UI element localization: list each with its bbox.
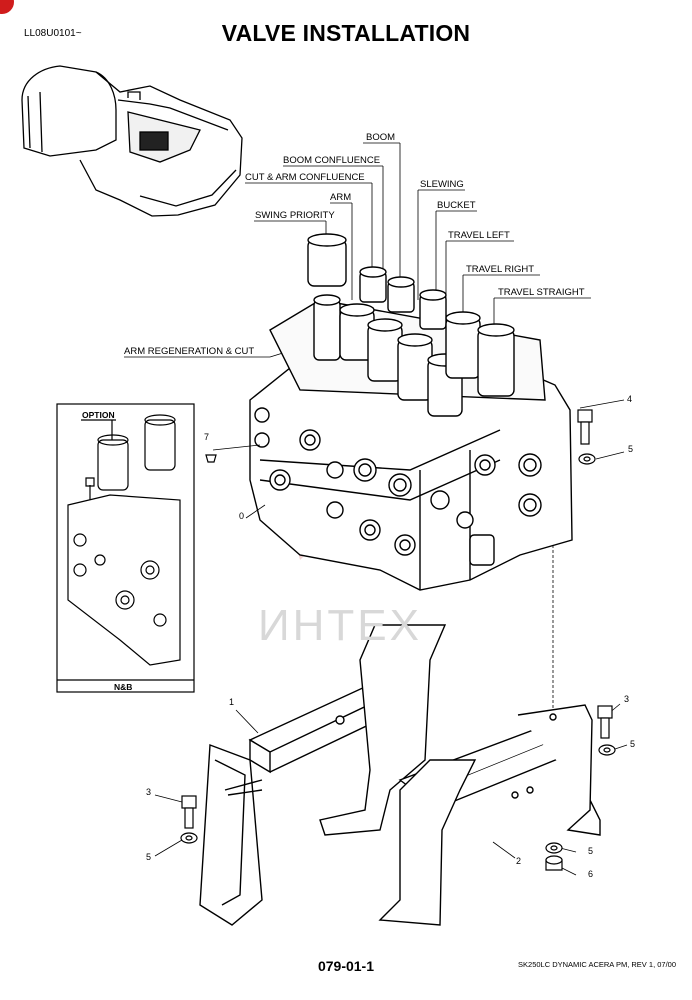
document-reference: SK250LC DYNAMIC ACERA PM, REV 1, 07/00 — [518, 960, 676, 969]
callout-travel-left: TRAVEL LEFT — [448, 230, 510, 241]
callout-arm: ARM — [330, 192, 352, 203]
valve-ports — [254, 407, 542, 566]
part-number-6: 6 — [588, 869, 594, 879]
part-number-5-right: 5 — [630, 739, 636, 749]
fasteners — [180, 409, 616, 871]
part-number-5-left: 5 — [146, 852, 152, 862]
machine-thumbnail — [21, 65, 243, 217]
callout-boom-confluence: BOOM CONFLUENCE — [283, 155, 381, 166]
inset-option-label: OPTION — [82, 410, 115, 420]
part-number-3-right: 3 — [624, 694, 630, 704]
callout-swing-priority: SWING PRIORITY — [255, 210, 335, 221]
callout-travel-straight: TRAVEL STRAIGHT — [498, 287, 585, 298]
part-number-1: 1 — [229, 697, 235, 707]
inset-nb-label: N&B — [114, 682, 133, 692]
callout-travel-right: TRAVEL RIGHT — [466, 264, 535, 275]
callout-slewing: SLEWING — [420, 179, 464, 190]
option-inset — [56, 403, 195, 693]
part-number-7: 7 — [204, 432, 210, 442]
part-number-2: 2 — [516, 856, 522, 866]
callout-bucket: BUCKET — [437, 200, 476, 211]
mounting-frame — [199, 624, 601, 926]
callout-boom: BOOM — [366, 132, 396, 143]
part-number-5-lower: 5 — [588, 846, 594, 856]
part-number-3-left: 3 — [146, 787, 152, 797]
callout-cut-arm-confluence: CUT & ARM CONFLUENCE — [245, 172, 365, 183]
part-number-4: 4 — [627, 394, 633, 404]
watermark-text: ИНТЕХ — [258, 601, 422, 650]
control-valve — [249, 233, 573, 591]
page-title: VALVE INSTALLATION — [221, 20, 471, 46]
callout-leaders — [124, 142, 591, 358]
part-number-0: 0 — [239, 511, 245, 521]
model-code: LL08U0101~ — [24, 28, 82, 39]
part-leaders — [154, 399, 628, 876]
callout-arm-regeneration-cut: ARM REGENERATION & CUT — [124, 346, 255, 357]
page-number: 079-01-1 — [317, 958, 375, 974]
part-number-5-valve: 5 — [628, 444, 634, 454]
spool-caps — [307, 233, 515, 417]
